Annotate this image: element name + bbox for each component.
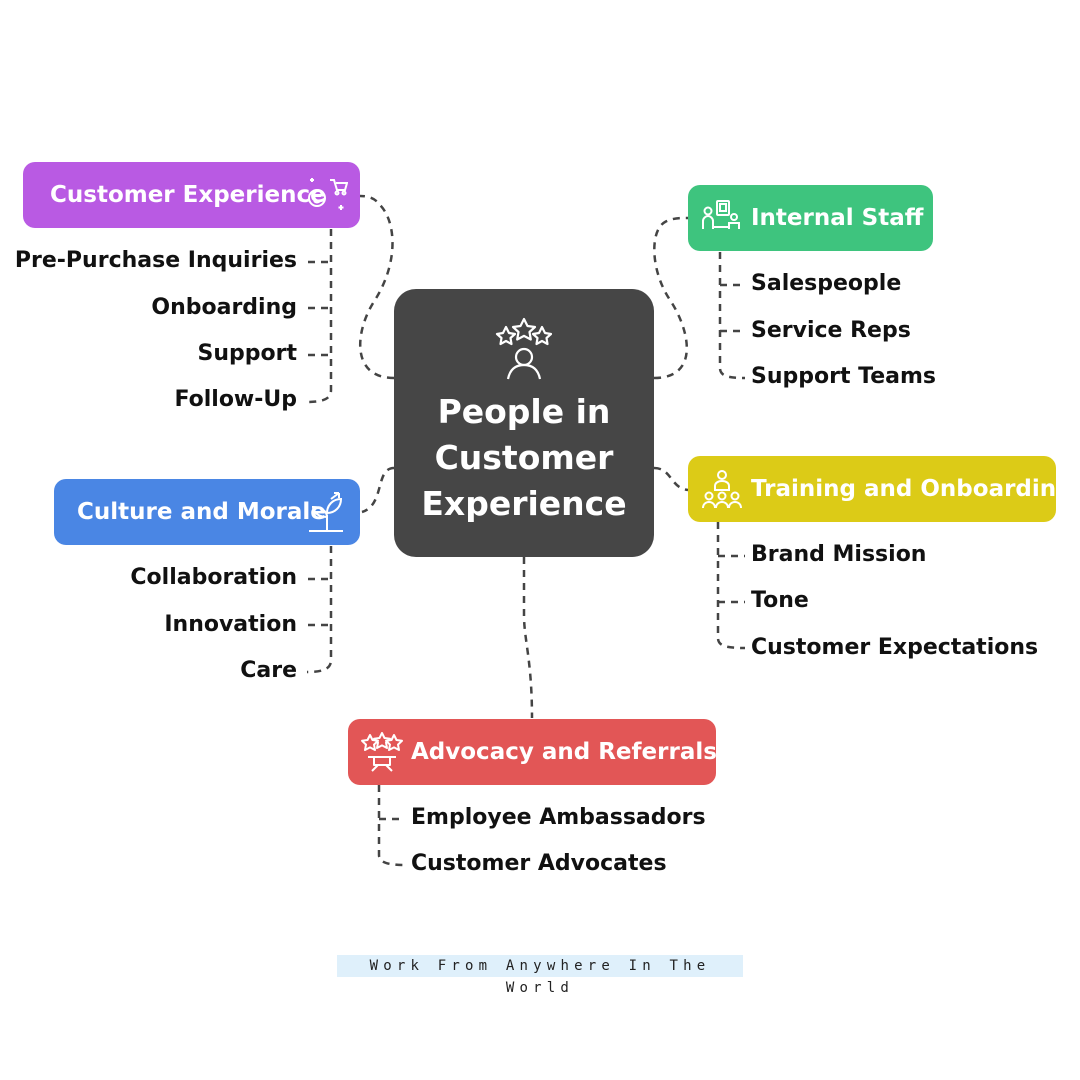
branch-label: Culture and Morale (77, 499, 326, 525)
list-item: Service Reps (751, 318, 911, 343)
branch-advocacy-and-referrals: Advocacy and Referrals (348, 719, 717, 785)
list-item: Support (197, 341, 297, 366)
list-item: Collaboration (130, 565, 297, 590)
referral-stars-icon (361, 732, 403, 772)
central-title-line-3: Experience (421, 484, 627, 523)
list-item: Onboarding (151, 295, 297, 320)
branch-culture-and-morale: Culture and Morale (54, 479, 360, 545)
growing-plant-icon (309, 492, 343, 532)
footer-tagline: Work From Anywhere In The World (337, 955, 743, 996)
central-title-line-1: People in (437, 392, 611, 431)
list-item: Pre-Purchase Inquiries (14, 248, 297, 273)
central-topic-card: People in Customer Experience (394, 289, 654, 557)
list-item: Employee Ambassadors (411, 805, 706, 830)
branch-label: Training and Onboarding (751, 476, 1073, 502)
list-item: Salespeople (751, 271, 902, 296)
staff-desk-icon (702, 200, 740, 229)
list-item: Brand Mission (751, 542, 927, 567)
list-item: Support Teams (751, 364, 937, 389)
branch-customer-experience: Customer Experience (23, 162, 360, 228)
branch-label: Internal Staff (751, 205, 924, 231)
branch-internal-staff: Internal Staff (688, 185, 933, 251)
list-item: Follow-Up (174, 387, 297, 412)
list-item: Customer Expectations (751, 635, 1039, 660)
list-item: Customer Advocates (411, 851, 667, 876)
star-rating-person-icon (495, 317, 553, 380)
branch-training-and-onboarding: Training and Onboarding (688, 456, 1073, 522)
customer-shopping-icon (308, 178, 348, 210)
branch-label: Customer Experience (50, 182, 326, 208)
branch-label: Advocacy and Referrals (411, 739, 717, 765)
list-item: Care (240, 658, 297, 683)
team-training-icon (702, 470, 742, 509)
list-item: Tone (751, 588, 809, 613)
central-title-line-2: Customer (434, 438, 614, 477)
list-item: Innovation (164, 612, 297, 637)
